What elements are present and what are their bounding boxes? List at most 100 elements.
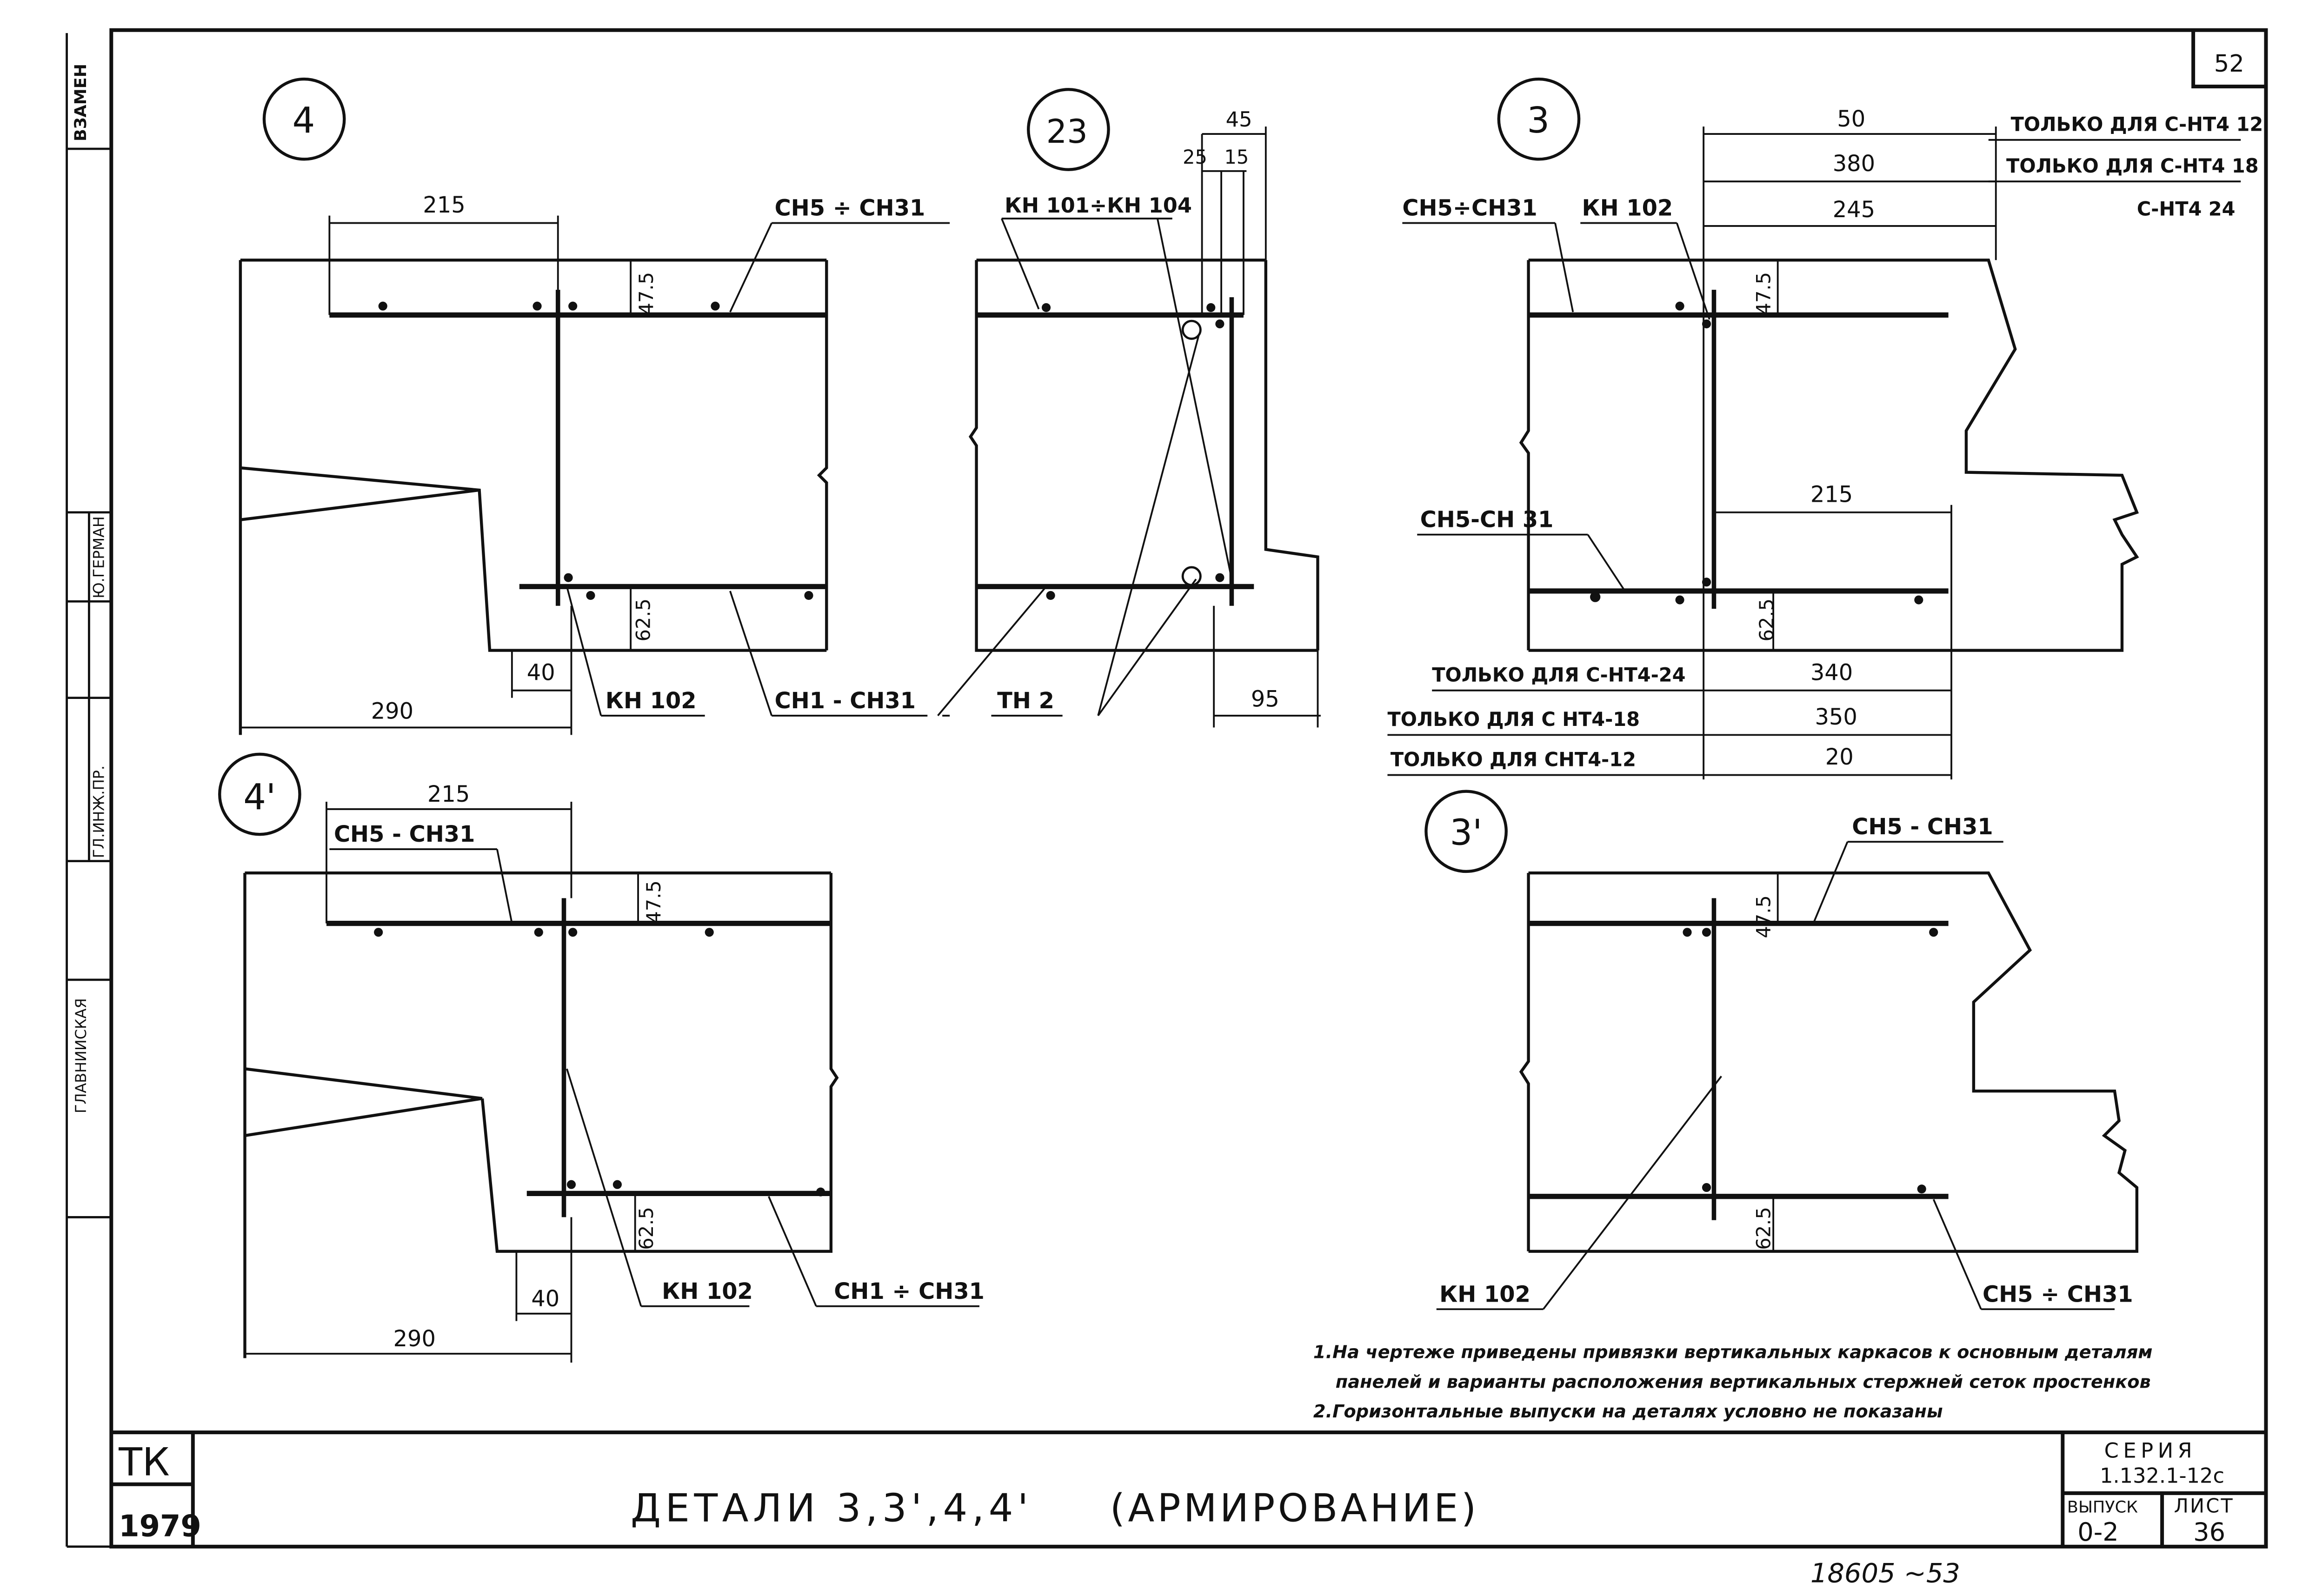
- sheet-frame: [109, 28, 2268, 1549]
- left-strip: [66, 33, 112, 1548]
- detail-23-callout-kn101: КН 101÷КН 104: [1005, 193, 1192, 218]
- detail-4-callout-kn102: КН 102: [606, 688, 697, 714]
- left-strip-text-3: ГЛ.ИНЖ.ПР.: [90, 765, 107, 858]
- detail-4-prime-callout-sn1: СН1 ÷ СН31: [834, 1279, 985, 1304]
- detail-4-bars: [329, 290, 827, 606]
- detail-4-prime-callout-sn5: СН5 - СН31: [334, 822, 475, 847]
- detail-3-dim-245: 245: [1833, 197, 1875, 223]
- detail-3-dim-lines: [1387, 126, 2241, 780]
- detail-3-prime-callout-sn5-2: СН5 ÷ СН31: [1983, 1282, 2133, 1307]
- detail-3-outline: [1519, 259, 2139, 652]
- detail-4-marker: [262, 77, 346, 161]
- issue-label: ВЫПУСК: [2067, 1497, 2138, 1516]
- series-value: 1.132.1-12с: [2100, 1464, 2224, 1488]
- series-label: СЕРИЯ: [2104, 1438, 2197, 1463]
- detail-3-callout-sn5-2: СН5-СН 31: [1420, 507, 1554, 533]
- detail-4-prime-bars: [326, 898, 831, 1217]
- sheet-label: ЛИСТ: [2174, 1494, 2234, 1517]
- detail-3-prime-callout-sn5: СН5 - СН31: [1852, 814, 1993, 840]
- detail-4-prime-dim-47-5: 47.5: [642, 880, 665, 923]
- detail-4-dim-47-5: 47.5: [635, 272, 658, 315]
- detail-4-dim-62-5: 62.5: [632, 598, 655, 641]
- detail-3-leaders: [1402, 222, 1710, 592]
- year: 1979: [119, 1509, 201, 1543]
- issue-value: 0-2: [2077, 1517, 2119, 1547]
- note-line-1: 1.На чертеже приведены привязки вертикал…: [1313, 1342, 2153, 1363]
- detail-4-prime-marker: [218, 752, 301, 836]
- detail-23-rod-dots: [1041, 303, 1224, 600]
- detail-3-callout-sn5: СН5÷СН31: [1402, 196, 1537, 221]
- detail-23: 23: [937, 88, 1321, 728]
- note-line-2: панелей и варианты расположения вертикал…: [1336, 1371, 2151, 1392]
- sheet-value: 36: [2193, 1517, 2225, 1547]
- detail-4-prime-dim-290: 290: [393, 1326, 436, 1352]
- detail-4-prime-label: 4': [243, 777, 276, 818]
- drawing-title: ДЕТАЛИ 3,3',4,4': [631, 1486, 1032, 1531]
- detail-4-prime-dim-lines: [245, 801, 639, 1363]
- detail-4-leaders: [566, 222, 950, 717]
- detail-3-note-bottom-2: ТОЛЬКО ДЛЯ С НТ4-18: [1387, 708, 1640, 731]
- detail-3-dim-50: 50: [1837, 106, 1865, 132]
- detail-3-prime-dim-62-5: 62.5: [1752, 1207, 1775, 1250]
- detail-3-rod-dots: [1590, 301, 1923, 605]
- detail-3-prime-leaders: [1436, 841, 2115, 1310]
- detail-3-callout-kn102: КН 102: [1582, 196, 1673, 221]
- detail-23-bars: [976, 297, 1254, 606]
- detail-3-prime-dim-lines: [1772, 873, 1779, 1251]
- detail-23-label: 23: [1046, 113, 1088, 151]
- detail-23-outline: [968, 259, 1319, 652]
- detail-4-prime-callout-kn102: КН 102: [662, 1279, 753, 1304]
- title-block: ТК 1979 ДЕТАЛИ 3,3',4,4' (АРМИРОВАНИЕ) С…: [118, 1438, 2234, 1547]
- detail-3-prime-marker: [1424, 790, 1508, 873]
- org-mark: ТК: [118, 1440, 170, 1485]
- detail-4-prime-rod-dots: [374, 928, 825, 1197]
- detail-3-label: 3: [1527, 100, 1550, 141]
- detail-4-callout-sn5: СН5 ÷ СН31: [775, 196, 925, 221]
- detail-4-dim-290: 290: [371, 698, 413, 724]
- detail-3-dim-350: 350: [1815, 705, 1857, 730]
- detail-4-prime-dim-62-5: 62.5: [635, 1207, 658, 1250]
- detail-23-dim-15: 15: [1224, 146, 1249, 168]
- page-number: 52: [2214, 50, 2244, 78]
- detail-23-dim-95: 95: [1251, 687, 1279, 712]
- left-strip-text-4: ГЛАВНИИСКАЯ: [72, 998, 90, 1113]
- detail-23-marker: [1027, 88, 1110, 171]
- detail-4-prime-dim-215: 215: [427, 782, 470, 807]
- detail-3-dim-215: 215: [1810, 482, 1853, 507]
- detail-23-callout-tn2: ТН 2: [997, 688, 1054, 714]
- detail-3-prime: 3' 47.5 62.5 СН5 - СН31: [1424, 790, 2139, 1310]
- detail-23-leaders: [937, 218, 1233, 717]
- detail-3-dim-47-5: 47.5: [1752, 272, 1775, 315]
- detail-4-prime-leaders: [329, 848, 979, 1307]
- drawing-subtitle: (АРМИРОВАНИЕ): [1110, 1486, 1479, 1531]
- detail-3-dim-340: 340: [1810, 660, 1853, 685]
- detail-3-dim-380: 380: [1833, 151, 1875, 177]
- detail-4-dim-215: 215: [423, 193, 465, 218]
- detail-3-prime-rod-dots: [1683, 928, 1938, 1194]
- detail-3-marker: [1497, 77, 1581, 161]
- detail-4-rod-dots: [378, 301, 813, 600]
- detail-3-prime-label: 3': [1450, 812, 1482, 854]
- detail-23-dim-45: 45: [1226, 107, 1252, 132]
- note-line-3: 2.Горизонтальные выпуски на деталях усло…: [1313, 1401, 1943, 1422]
- detail-3-dim-62-5: 62.5: [1755, 598, 1778, 641]
- detail-4-outline: [239, 259, 828, 735]
- detail-4-label: 4: [293, 100, 315, 141]
- detail-4-prime-outline: [243, 871, 839, 1358]
- detail-3-note-top-2: ТОЛЬКО ДЛЯ С-НТ4 18: [2006, 154, 2259, 177]
- detail-23-dim-25: 25: [1183, 146, 1207, 168]
- detail-4-dim-40: 40: [527, 660, 555, 685]
- detail-3-note-bottom-1: ТОЛЬКО ДЛЯ С-НТ4-24: [1432, 664, 1685, 686]
- detail-3-prime-callout-kn102: КН 102: [1439, 1282, 1530, 1307]
- detail-4-prime-dim-40: 40: [531, 1286, 559, 1312]
- handwritten-number: 18605 ~53: [1810, 1557, 1960, 1589]
- notes-block: 1.На чертеже приведены привязки вертикал…: [1313, 1342, 2153, 1423]
- detail-4: 4 215: [239, 77, 950, 735]
- detail-4-callout-sn1: СН1 - СН31: [775, 688, 916, 714]
- left-strip-text-2: Ю.ГЕРМАН: [90, 516, 107, 598]
- detail-3-note-bottom-3: ТОЛЬКО ДЛЯ СНТ4-12: [1391, 748, 1636, 771]
- detail-23-dim-lines: [1201, 126, 1321, 728]
- detail-3-prime-bars: [1528, 898, 1949, 1220]
- detail-3-dim-20: 20: [1825, 745, 1854, 770]
